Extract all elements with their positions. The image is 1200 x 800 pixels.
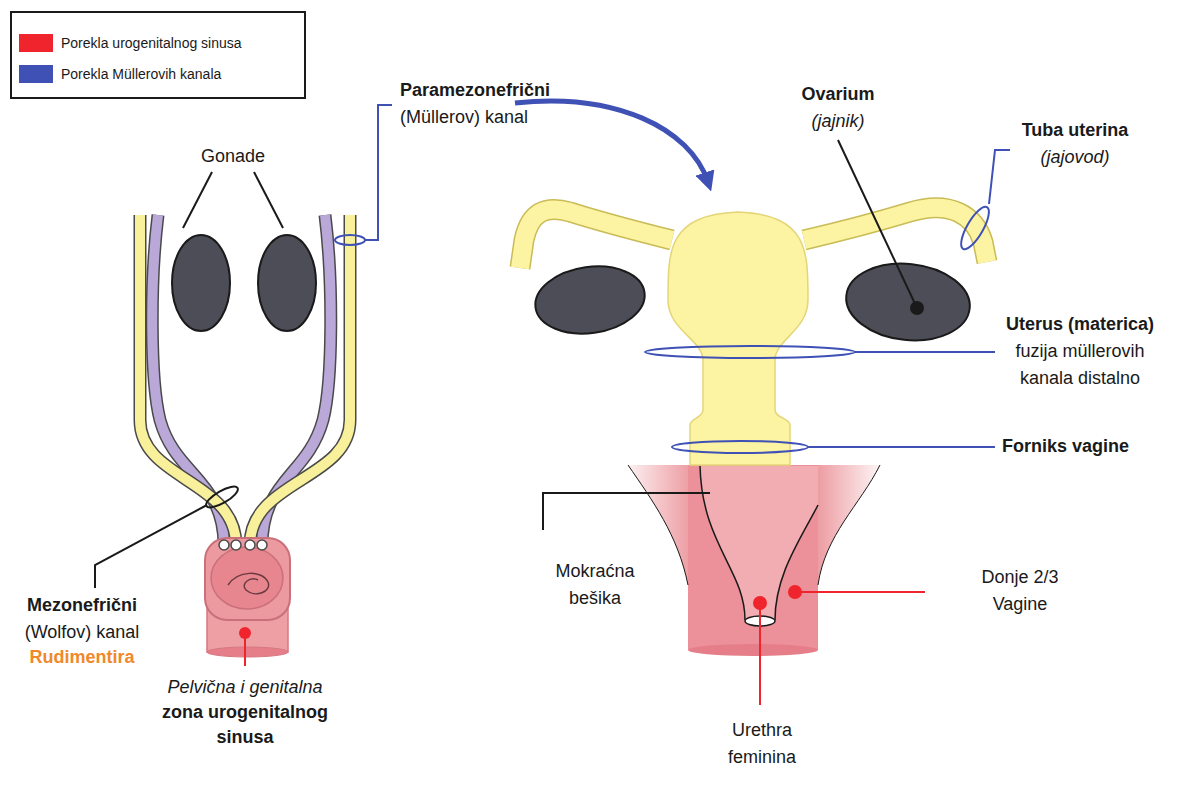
status-note: Rudimentira xyxy=(11,644,153,671)
gonad xyxy=(258,235,316,331)
leader-line xyxy=(254,172,283,228)
mullerian-duct-outline xyxy=(140,215,236,545)
part-label: Gonade xyxy=(178,143,288,170)
leader-line xyxy=(95,505,207,588)
leader-line xyxy=(543,493,710,530)
legend-text: Porekla Müllerovih kanala xyxy=(61,65,221,83)
leader-ring xyxy=(335,235,365,245)
uterine-tube-outline xyxy=(520,209,672,268)
leader-ring xyxy=(645,346,855,358)
duct-opening xyxy=(245,540,255,550)
duct-group xyxy=(140,215,350,545)
bladder-outline xyxy=(775,505,818,620)
development-arrow xyxy=(515,101,708,182)
leader-line xyxy=(183,172,212,228)
mullerian-duct-outline xyxy=(250,215,350,545)
leader-line xyxy=(365,105,392,240)
legend-swatch xyxy=(19,34,53,52)
leader-ring xyxy=(672,441,808,453)
sinus-cylinder-end xyxy=(207,647,288,657)
leader-ring xyxy=(203,483,240,511)
part-label: Mokraćna bešika xyxy=(544,558,646,612)
part-label: Uterus (materica) fuzija müllerovih kana… xyxy=(996,311,1164,392)
duct-opening xyxy=(219,540,229,550)
pelvic-outline xyxy=(628,465,688,585)
legend-box: Porekla urogenitalnog sinusaPorekla Müll… xyxy=(10,11,306,99)
legend-swatch xyxy=(19,65,53,83)
callout-dot xyxy=(910,301,924,315)
part-label: Pelvična i genitalna zona urogenitalnog … xyxy=(156,675,334,750)
bladder-outline xyxy=(700,466,745,620)
urinary-bladder xyxy=(700,466,818,620)
pelvic-outline xyxy=(818,465,880,585)
part-label: Mezonefrični (Wolfov) kanal xyxy=(11,592,153,646)
mullerian-duct xyxy=(140,215,236,545)
sinus-inner xyxy=(211,547,283,609)
gonad xyxy=(172,235,230,331)
part-label: Tuba uterina (jajovod) xyxy=(1009,117,1141,171)
leader-line xyxy=(808,446,995,448)
part-label: Urethra feminina xyxy=(716,717,808,771)
ovary xyxy=(531,260,649,341)
leader-line xyxy=(838,140,917,308)
leader-line xyxy=(989,150,1010,204)
legend-text: Porekla urogenitalnog sinusa xyxy=(61,34,242,52)
uterus xyxy=(668,212,808,465)
part-label: Forniks vagine xyxy=(1002,433,1172,460)
uterine-tube xyxy=(520,209,672,268)
leader-ring xyxy=(956,203,994,253)
duct-opening xyxy=(257,540,267,550)
urogenital-sinus xyxy=(205,538,290,620)
leader-line xyxy=(759,603,761,705)
uterine-tube-outline xyxy=(804,208,987,262)
leader-line xyxy=(795,591,925,593)
ovary xyxy=(842,258,973,347)
duct-opening xyxy=(231,540,241,550)
mullerian-duct xyxy=(250,215,350,545)
logo-swirl xyxy=(228,573,269,593)
leader-line xyxy=(855,351,995,353)
leader-line xyxy=(244,633,246,666)
uterine-tube xyxy=(804,208,987,262)
part-label: Paramezonefrični (Müllerov) kanal xyxy=(400,77,575,131)
vagina-lower-end xyxy=(688,644,818,656)
part-label: Donje 2/3 Vagine xyxy=(969,564,1071,618)
part-label: Ovarium (jajnik) xyxy=(792,81,884,135)
